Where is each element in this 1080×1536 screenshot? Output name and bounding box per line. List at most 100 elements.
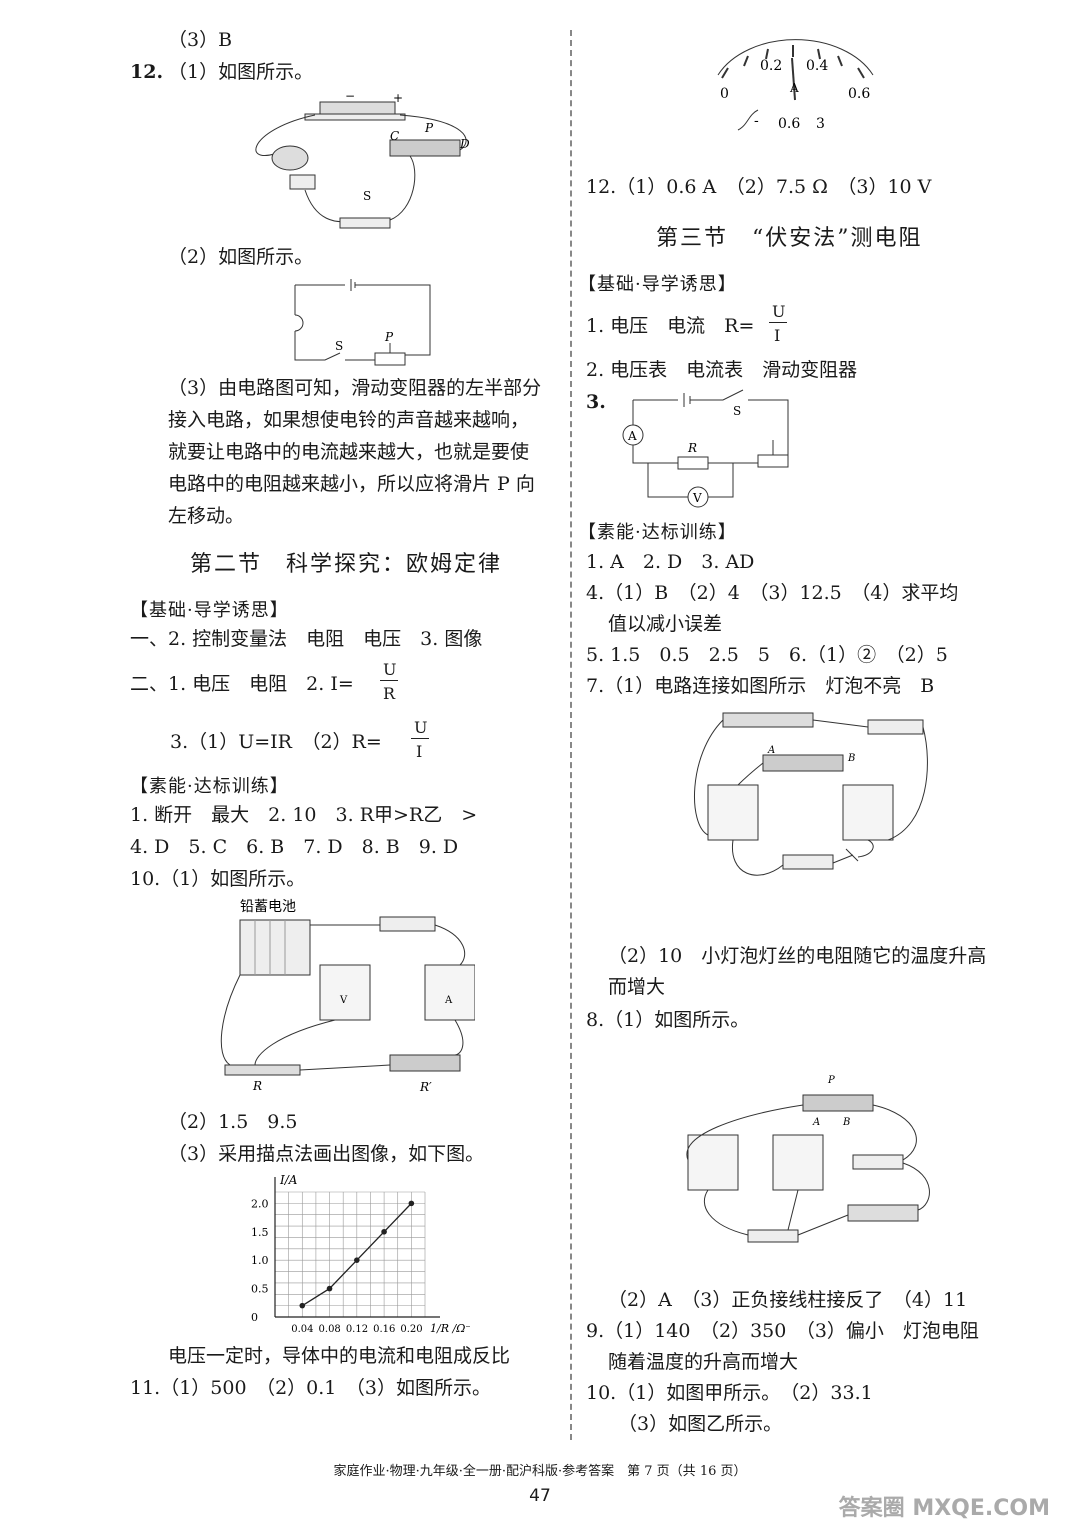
answer-11: 11.（1）500 （2）0.1 （3）如图所示。: [130, 1377, 491, 1399]
resistance-circuit-figure: P A B: [686, 1075, 930, 1243]
battery-label: 铅蓄电池: [240, 899, 296, 915]
jichu-heading: 【基础·导学诱思】: [130, 600, 289, 621]
y-tick-label: 0.5: [251, 1283, 269, 1296]
data-point: [408, 1200, 415, 1207]
answer-r7-2b: 而增大: [608, 976, 666, 998]
answer-r5-6: 5. 1.5 0.5 2.5 5 6.（1）② （2）5: [586, 644, 948, 666]
lamp-circuit-figure: A B: [694, 712, 928, 876]
y-tick-label: 2.0: [251, 1197, 269, 1210]
ammeter-symbol: A: [627, 429, 637, 443]
voltammetry-schematic: S A R V: [622, 389, 789, 508]
part-er-3: 3.（1）U=IR （2）R=: [170, 731, 382, 753]
d-label: D: [459, 137, 470, 151]
y-tick-label: 1.0: [251, 1254, 269, 1267]
y-tick-label: 0: [251, 1311, 258, 1324]
answer-r8-2: （2）A （3）正负接线柱接反了 （4）11: [608, 1289, 968, 1311]
watermark-logo: 答案圈 MXQE.COM: [839, 1490, 1050, 1522]
x-tick-label: 0.20: [400, 1324, 422, 1335]
r-label: R: [252, 1079, 262, 1093]
voltmeter-mark: V: [339, 995, 348, 1006]
frac2-bar: [411, 738, 429, 739]
q12-part3-l3: 就要让电路中的电流越来越大，也就是要使: [168, 441, 530, 463]
ammeter-scale-figure: 0 0.2 0.4 0.6 A - 0.6 3: [717, 39, 874, 132]
minus-label: −: [345, 90, 355, 103]
y-axis-label: I/A: [279, 1173, 298, 1187]
answer-3b: （3）B: [168, 29, 233, 51]
q12-number: 12.: [130, 61, 164, 83]
section2-title: 第二节 科学探究：欧姆定律: [190, 552, 503, 577]
answer-10: 10.（1）如图所示。: [130, 868, 306, 890]
frac-r-bottom: R: [383, 684, 396, 703]
voltmeter-symbol: V: [692, 491, 702, 505]
q12-part2: （2）如图所示。: [168, 246, 314, 268]
y-tick-label: 1.5: [251, 1226, 269, 1239]
slider-label: P: [384, 330, 394, 344]
answers-4-9: 4. D 5. C 6. B 7. D 8. B 9. D: [130, 836, 459, 858]
ohm-circuit-figure: 铅蓄电池 V A R R′: [220, 899, 475, 1094]
plus-label: +: [393, 91, 403, 105]
answer-r7-2a: （2）10 小灯泡灯丝的电阻随它的温度升高: [608, 945, 987, 967]
rprime-label: R′: [419, 1080, 432, 1094]
section3-title: 第三节 “伏安法”测电阻: [656, 226, 923, 251]
frac3-bar: [769, 322, 787, 323]
data-point: [354, 1257, 360, 1263]
scale-0-4: 0.4: [806, 58, 828, 74]
scale-0-2: 0.2: [760, 58, 782, 74]
footer: 家庭作业·物理·九年级·全一册·配沪科版·参考答案 第 7 页（共 16 页）: [333, 1464, 747, 1479]
x-tick-label: 0.12: [346, 1324, 368, 1335]
a-term-label: A: [767, 745, 775, 756]
answer-10-2: （2）1.5 9.5: [168, 1111, 298, 1133]
s-label: S: [363, 189, 371, 203]
answer-r10: 10.（1）如图甲所示。 （2）33.1: [586, 1382, 873, 1404]
s-label-r: S: [733, 404, 741, 418]
answer-r7: 7.（1）电路连接如图所示 灯泡不亮 B: [586, 675, 935, 697]
answer-r9a: 9.（1）140 （2）350 （3）偏小 灯泡电阻: [586, 1320, 979, 1342]
frac2-u-top: U: [414, 718, 428, 737]
scale-0-6: 0.6: [848, 86, 870, 102]
answer-r4a: 4.（1）B （2）4 （3）12.5 （4）求平均: [586, 582, 959, 604]
c-label: C: [390, 129, 399, 143]
q12-part3-l1: （3）由电路图可知，滑动变阻器的左半部分: [168, 377, 542, 399]
answer-r12: 12.（1）0.6 A （2）7.5 Ω （3）10 V: [586, 176, 932, 198]
b-term-label: B: [847, 753, 855, 764]
scale-0: 0: [720, 86, 729, 102]
q12-part3-l2: 接入电路，如果想使电铃的声音越来越响，: [168, 409, 530, 431]
b-term: B: [842, 1117, 850, 1128]
ammeter-mark: A: [444, 995, 453, 1006]
data-point: [299, 1302, 306, 1309]
answer-r10-3: （3）如图乙所示。: [618, 1413, 783, 1435]
frac2-i-bottom: I: [416, 742, 423, 761]
frac-bar: [380, 680, 398, 681]
answer-r4b: 值以减小误差: [608, 613, 723, 635]
q12-part3-l5: 左移动。: [168, 505, 245, 527]
x-tick-label: 0.16: [373, 1324, 395, 1335]
q12-part1: （1）如图所示。: [168, 61, 314, 83]
watermark-text: 答案圈 MXQE.COM: [838, 1496, 1050, 1521]
x-tick-label: 0.08: [319, 1324, 341, 1335]
jichu-heading-r: 【基础·导学诱思】: [578, 274, 737, 295]
data-point: [381, 1228, 387, 1235]
x-axis-label: 1/R /Ω⁻¹: [430, 1322, 470, 1335]
scale-unit-a: A: [789, 81, 799, 95]
x-tick-label: 0.04: [291, 1324, 313, 1335]
answer-r9b: 随着温度的升高而增大: [608, 1351, 799, 1373]
frac3-u-top: U: [772, 302, 786, 321]
page-number: 47: [529, 1486, 551, 1506]
answers-r1-3: 1. A 2. D 3. AD: [586, 551, 755, 573]
bell-circuit-figure: − + C P D S: [255, 90, 470, 229]
part-yi: 一、2. 控制变量法 电阻 电压 3. 图像: [130, 628, 483, 650]
a-term: A: [812, 1117, 820, 1128]
suneng-heading-r: 【素能·达标训练】: [578, 522, 737, 543]
terminal-0-6: 0.6: [778, 116, 800, 132]
answer-r3: 3.: [586, 391, 606, 413]
switch-label: S: [335, 339, 343, 353]
answer-r2: 2. 电压表 电流表 滑动变阻器: [586, 359, 858, 381]
p-term: P: [827, 1075, 835, 1086]
frac3-i-bottom: I: [774, 326, 781, 345]
column-divider: [570, 30, 572, 1440]
q12-part3-l4: 电路中的电阻越来越小，所以应将滑片 P 向: [168, 473, 535, 495]
current-vs-conductance-chart: 0.04 0.08 0.12 0.16 0.20 0 0.5 1.0 1.5 2.0 I/A 1/R …: [251, 1173, 470, 1335]
answer-r1: 1. 电压 电流 R=: [586, 315, 755, 337]
answer-r8: 8.（1）如图所示。: [586, 1009, 750, 1031]
data-point: [326, 1285, 333, 1292]
